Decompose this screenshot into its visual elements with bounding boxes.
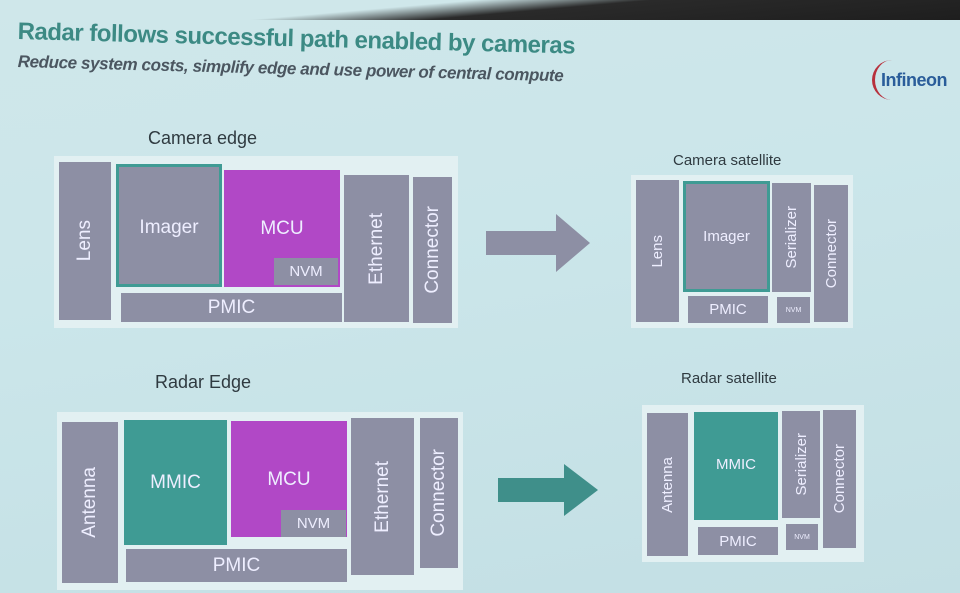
- block-label: Connector: [428, 449, 449, 537]
- block-label: Connector: [831, 444, 848, 514]
- block-label: MMIC: [150, 471, 201, 493]
- logo-text: Infineon: [881, 69, 948, 90]
- projector-edge: [0, 0, 960, 20]
- block-ethernet: Ethernet: [344, 175, 409, 322]
- infineon-logo: Infineon: [872, 60, 954, 100]
- block-label: Ethernet: [371, 460, 393, 533]
- block-label: Connector: [421, 206, 443, 294]
- block-mmic: MMIC: [124, 420, 227, 545]
- sat-block-connector: Connector: [823, 410, 856, 548]
- sat-block-imager: Imager: [683, 181, 770, 292]
- block-label: Antenna: [659, 456, 676, 513]
- block-antenna: Antenna: [62, 422, 118, 583]
- block-pmic: PMIC: [121, 293, 342, 322]
- block-label: Serializer: [792, 433, 810, 496]
- sat-block-serializer: Serializer: [772, 183, 811, 292]
- block-label: PMIC: [212, 554, 261, 576]
- block-pmic: PMIC: [126, 549, 347, 582]
- camera-satellite-label: Camera satellite: [673, 152, 782, 169]
- camera-edge-label: Camera edge: [148, 128, 258, 148]
- block-label: Serializer: [783, 206, 800, 269]
- block-label: PMIC: [207, 296, 256, 318]
- block-label: MCU: [267, 469, 311, 490]
- block-nvm: NVM: [274, 258, 338, 285]
- arrow-right-icon: [498, 464, 598, 516]
- block-lens: Lens: [59, 162, 111, 320]
- arrow-right-icon: [486, 214, 590, 272]
- radar-edge-label: Radar Edge: [155, 372, 252, 392]
- block-label: Imager: [703, 228, 750, 245]
- sat-block-lens: Lens: [636, 180, 679, 322]
- sat-block-pmic: PMIC: [688, 296, 768, 323]
- block-connector: Connector: [413, 177, 452, 323]
- block-label: NVM: [296, 515, 331, 532]
- block-label: Lens: [74, 220, 95, 262]
- block-label: NVM: [794, 533, 810, 541]
- sat-block-serializer: Serializer: [782, 411, 820, 518]
- block-label: Antenna: [79, 467, 100, 538]
- block-ethernet: Ethernet: [351, 418, 414, 575]
- block-label: PMIC: [719, 532, 757, 550]
- block-label: NVM: [289, 263, 323, 280]
- block-label: MCU: [260, 218, 304, 239]
- block-connector: Connector: [420, 418, 458, 568]
- radar-satellite-label: Radar satellite: [681, 370, 777, 387]
- sat-block-antenna: Antenna: [647, 413, 688, 556]
- block-label: Imager: [139, 217, 199, 238]
- block-label: Ethernet: [365, 212, 387, 285]
- block-label: MMIC: [716, 456, 756, 473]
- block-nvm: NVM: [281, 510, 346, 537]
- sat-block-mmic: MMIC: [694, 412, 778, 520]
- block-label: PMIC: [709, 301, 747, 318]
- block-label: Lens: [649, 234, 666, 268]
- sat-block-nvm: NVM: [786, 524, 818, 550]
- block-imager: Imager: [116, 164, 222, 287]
- sat-block-nvm: NVM: [777, 297, 810, 323]
- block-label: Connector: [822, 218, 840, 289]
- block-label: NVM: [785, 306, 802, 314]
- sat-block-connector: Connector: [814, 185, 848, 322]
- sat-block-pmic: PMIC: [698, 527, 778, 555]
